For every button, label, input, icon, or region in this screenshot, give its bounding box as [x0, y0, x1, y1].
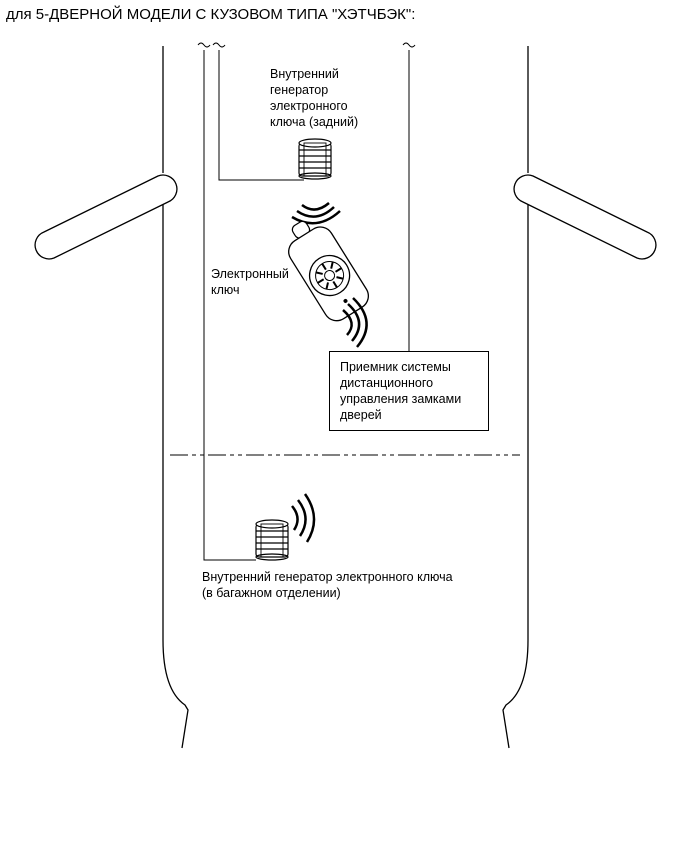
electronic-key-label: Электронный ключ	[211, 267, 289, 297]
signal-waves-icon	[342, 297, 368, 348]
electronic-key-icon	[288, 220, 369, 322]
signal-waves-icon	[291, 493, 316, 543]
page-title: для 5-ДВЕРНОЙ МОДЕЛИ С КУЗОВОМ ТИПА "ХЭТ…	[6, 6, 416, 23]
receiver-label-box: Приемник системы дистанционного управлен…	[329, 351, 489, 431]
rear-generator-label: Внутренний генератор электронного ключа …	[270, 67, 359, 129]
vehicle-body-outline	[162, 46, 529, 749]
right-mirror	[513, 174, 657, 260]
signal-waves-icon	[291, 202, 341, 225]
wiring	[203, 50, 410, 561]
rear-generator-coil-icon	[298, 138, 332, 180]
luggage-generator-label: Внутренний генератор электронного ключа …	[202, 570, 453, 600]
luggage-generator-coil-icon	[255, 519, 289, 561]
left-mirror	[34, 174, 178, 260]
wire-break-marks	[197, 42, 416, 48]
